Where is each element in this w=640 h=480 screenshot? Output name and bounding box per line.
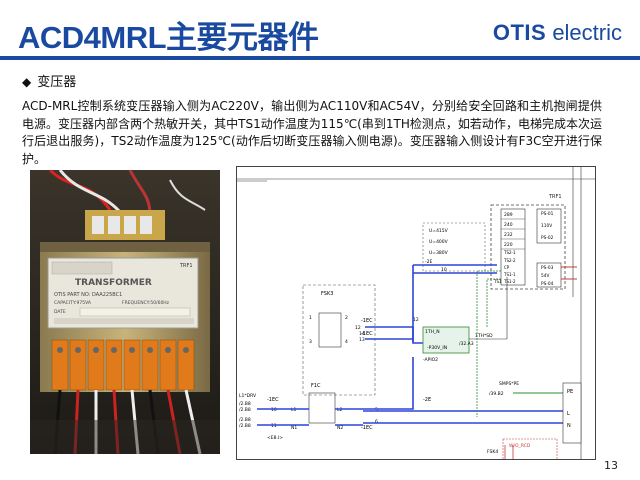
sch-1ec-c: -1EC [267,397,279,403]
sch-ts12: TS1-2 [503,279,516,284]
sch-b8a: /2.B8 [239,401,251,407]
transformer-photo: TRF1 TRANSFORMER OTIS PART NO: DAA225BC1… [30,170,220,454]
sch-n6: 6 [375,419,378,425]
page-number: 13 [604,459,618,472]
photo-plate-date: DATE [54,309,66,315]
sch-wo-rcd: W/O_RCD [509,443,531,449]
sch-ps03: PS-03 [541,265,554,271]
page-title: ACD4MRL主要元器件 [18,20,319,55]
sch-n13: 13 [359,337,365,343]
logo-suffix: electric [552,20,622,45]
sch-fsk-n1: 1 [309,315,312,321]
photo-plate-part: OTIS PART NO: DAA225BC1 [54,292,122,298]
sch-t220: 220 [504,242,513,248]
sch-1ec-a: -1EC [361,318,373,324]
sch-l2: L2 [337,407,343,413]
section-heading: ◆ 变压器 [22,71,76,90]
sch-e81: <E8.I> [267,435,283,441]
sch-n: N [567,423,571,429]
logo-brand: OTIS [492,20,547,45]
sch-fsk3: FSK3 [321,291,333,297]
sch-l: L [567,411,570,417]
title-underline [0,56,640,60]
sch-u380: U=380V [429,250,449,256]
sch-ps04: PS-04 [541,281,554,287]
sch-t240: 240 [504,222,513,228]
sch-ts22: TS2-2 [503,258,516,263]
sch-u415: U=415V [429,228,449,234]
wiring-schematic-drawing: TRF1 289 240 232 220 TS2-1 TS2-2 CP TS1-… [237,167,595,459]
photo-plate-title: TRANSFORMER [75,278,152,288]
sch-n10b: 10 [271,407,277,413]
sch-ts11: TS1-1 [503,272,516,277]
body-paragraph: ACD-MRL控制系统变压器输入侧为AC220V，输出侧为AC110V和AC54… [22,99,602,166]
sch-n12: 12 [355,325,361,331]
sch-t232: 232 [504,232,513,238]
sch-110v: 110V [541,223,552,229]
photo-trf-label: TRF1 [179,263,193,269]
sch-u400: U=400V [429,239,449,245]
sch-12: 12 [413,317,419,323]
sch-fsk-n2: 2 [345,315,348,321]
sch-1ec-d: -1EC [361,425,373,431]
sch-b8b: /2.B8 [239,407,251,413]
sch-54v: 54V [541,273,549,279]
section-heading-text: 变压器 [37,75,77,90]
sch-b8d: /2.B8 [239,423,251,429]
photo-plate-frequency: FREQUENCY:50/60Hz [122,300,170,306]
sch-fsk4: FSK4 [487,449,498,455]
transformer-photo-drawing: TRF1 TRANSFORMER OTIS PART NO: DAA225BC1… [30,170,220,454]
sch-fsk-n4: 4 [345,339,348,345]
sch-trf1: TRF1 [548,194,562,200]
sch-b8c: /2.B8 [239,417,251,423]
sch-cp: CP [504,265,510,270]
sch-ref2: /39.B2 [489,391,504,397]
sch-smps: SMPS*PE [499,381,519,387]
sch-10: 10 [441,267,447,273]
sch-ts21: TS2-1 [503,250,516,255]
sch-n5: 5 [375,407,378,413]
bullet-diamond-icon: ◆ [22,75,32,89]
sch-f1c: F1C [311,383,321,389]
wiring-schematic: TRF1 289 240 232 220 TS2-1 TS2-2 CP TS1-… [236,166,596,460]
sch-n2b: N2 [337,425,343,431]
sch-ps01: PS-01 [541,211,554,217]
sch-pe: PE [567,389,573,395]
sch-n1b: N1 [291,425,297,431]
sch-n14: 14 [359,331,365,337]
sch-apio2: -APIO2 [423,357,438,363]
sch-ith-n: 1TH_N [425,329,440,335]
sch-p30v: -P30V_IN [427,345,447,351]
sch-2e-b: -2E [423,397,431,403]
sch-2e: -2E [425,259,432,265]
sch-ref1: /32.A3 [459,341,474,347]
sch-t289: 289 [504,212,513,218]
sch-n11: 11 [271,423,277,429]
sch-fsk-n3: 3 [309,339,312,345]
sch-ts1: TS1 [493,279,502,284]
sch-l1: L1 [291,407,297,413]
photo-plate-capacity: CAPACITY:975VA [54,300,92,306]
sch-ithsd: 1TH*SD [475,333,493,339]
otis-electric-logo: OTIS electric [493,20,622,46]
sch-ps02: PS-02 [541,235,554,241]
sch-1ec-b: -1EC [361,331,373,337]
sch-l1drv: L1*DRV [239,393,257,399]
